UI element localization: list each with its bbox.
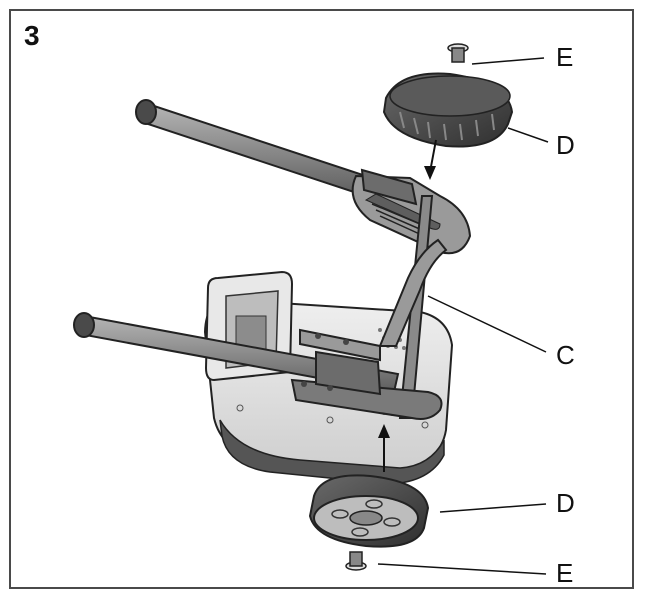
callout-lines [377, 57, 549, 575]
arrow-up-to-tank [378, 424, 390, 472]
leader-d-bottom [439, 503, 547, 513]
screw-bottom [345, 551, 367, 571]
leader-e-top [471, 57, 545, 65]
callout-label-e-bottom: E [556, 558, 574, 588]
leader-d-top [507, 127, 549, 143]
wheel-top [382, 72, 514, 148]
wheel-bottom [308, 474, 430, 548]
handle-upper [135, 99, 472, 255]
leader-e-bottom [377, 563, 547, 575]
step-number: 3 [24, 20, 40, 51]
screw-top [447, 43, 469, 63]
callout-label-d-bottom: D [556, 488, 575, 518]
handle-lower [73, 312, 443, 420]
arrow-down-to-bracket [424, 139, 437, 180]
callout-label-c: C [556, 340, 575, 370]
callout-label-d-top: D [556, 130, 575, 160]
callout-label-e-top: E [556, 42, 574, 72]
leader-c [427, 295, 547, 353]
frame-tube [299, 195, 448, 419]
